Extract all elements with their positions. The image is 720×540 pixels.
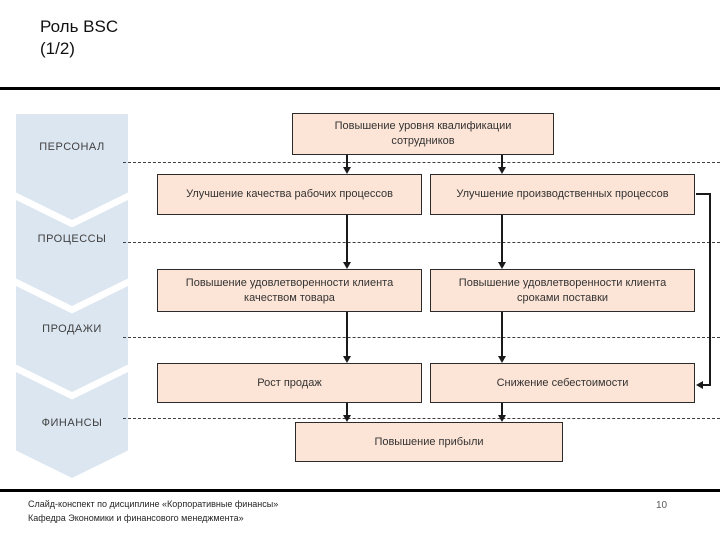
arrow-down-icon bbox=[343, 415, 351, 422]
header-divider bbox=[0, 87, 720, 90]
perspective-label-finance: ФИНАНСЫ bbox=[41, 417, 103, 429]
page-title: Роль BSC (1/2) bbox=[40, 16, 118, 60]
connector-line bbox=[501, 312, 503, 356]
connector-line bbox=[709, 193, 711, 386]
page-title-line2: (1/2) bbox=[40, 39, 75, 59]
arrow-down-icon bbox=[343, 262, 351, 269]
dashed-separator-finance bbox=[123, 418, 720, 419]
page-title-line1: Роль BSC bbox=[40, 17, 119, 36]
footer-line1: Слайд-конспект по дисциплине «Корпоратив… bbox=[28, 499, 279, 509]
arrow-down-icon bbox=[343, 356, 351, 363]
connector-line bbox=[346, 403, 348, 415]
connector-line bbox=[501, 403, 503, 415]
footer-line2: Кафедра Экономики и финансового менеджме… bbox=[28, 513, 244, 523]
node-profit-increase: Повышение прибыли bbox=[295, 422, 563, 462]
node-satisfaction-delivery: Повышение удовлетворенности клиента срок… bbox=[430, 269, 695, 312]
connector-line bbox=[346, 155, 348, 168]
perspective-label-sales: ПРОДАЖИ bbox=[42, 323, 102, 335]
arrow-down-icon bbox=[498, 262, 506, 269]
chevron-personnel bbox=[16, 114, 128, 220]
arrow-down-icon bbox=[498, 415, 506, 422]
dashed-separator-processes bbox=[123, 242, 720, 243]
connector-line bbox=[501, 215, 503, 262]
arrow-left-icon bbox=[696, 381, 703, 389]
node-sales-growth: Рост продаж bbox=[157, 363, 422, 403]
node-cost-reduction: Снижение себестоимости bbox=[430, 363, 695, 403]
perspective-label-processes: ПРОЦЕССЫ bbox=[37, 233, 107, 245]
node-satisfaction-quality: Повышение удовлетворенности клиента каче… bbox=[157, 269, 422, 312]
arrow-down-icon bbox=[498, 356, 506, 363]
page-number: 10 bbox=[656, 500, 668, 511]
connector-line bbox=[346, 215, 348, 262]
footer: Слайд-конспект по дисциплине «Корпоратив… bbox=[28, 497, 278, 525]
connector-line bbox=[346, 312, 348, 356]
connector-line bbox=[702, 384, 711, 386]
connector-line bbox=[696, 193, 711, 195]
node-qualification: Повышение уровня квалификации сотруднико… bbox=[292, 113, 554, 155]
dashed-separator-personnel bbox=[123, 162, 720, 163]
node-work-process-quality: Улучшение качества рабочих процессов bbox=[157, 174, 422, 215]
dashed-separator-sales bbox=[123, 337, 720, 338]
footer-divider bbox=[0, 489, 720, 492]
node-production-processes: Улучшение производственных процессов bbox=[430, 174, 695, 215]
connector-line bbox=[501, 155, 503, 168]
arrow-down-icon bbox=[498, 167, 506, 174]
arrow-down-icon bbox=[343, 167, 351, 174]
perspective-label-personnel: ПЕРСОНАЛ bbox=[39, 141, 105, 153]
